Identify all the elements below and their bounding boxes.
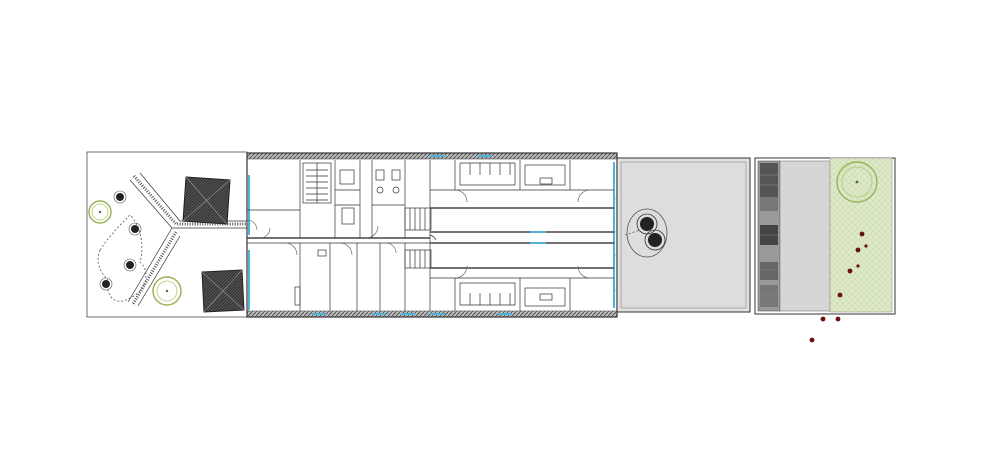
stair-icon — [302, 162, 332, 204]
window-glazing — [248, 155, 615, 315]
bench-icon — [624, 208, 668, 258]
stair-icon — [404, 207, 432, 231]
tree-icon — [152, 276, 182, 306]
pyramid-roof-icon — [182, 176, 231, 225]
marker-dots — [809, 231, 868, 343]
toilet-fixtures — [294, 169, 401, 306]
east-garden — [809, 157, 893, 343]
shrub-icons — [99, 190, 142, 291]
annex — [754, 157, 896, 315]
main-building — [246, 152, 625, 318]
tree-icon — [88, 200, 112, 224]
door-swings — [246, 219, 397, 256]
stair-icon — [404, 249, 432, 269]
west-wing-rooms — [247, 160, 406, 311]
west-garden — [86, 151, 248, 318]
east-wing-south — [430, 242, 614, 311]
courtyard — [616, 157, 751, 313]
east-wing-north — [430, 160, 614, 233]
tree-icon — [836, 161, 878, 203]
dotted-garden-path — [99, 214, 147, 302]
pyramid-roof-icon — [201, 269, 245, 313]
